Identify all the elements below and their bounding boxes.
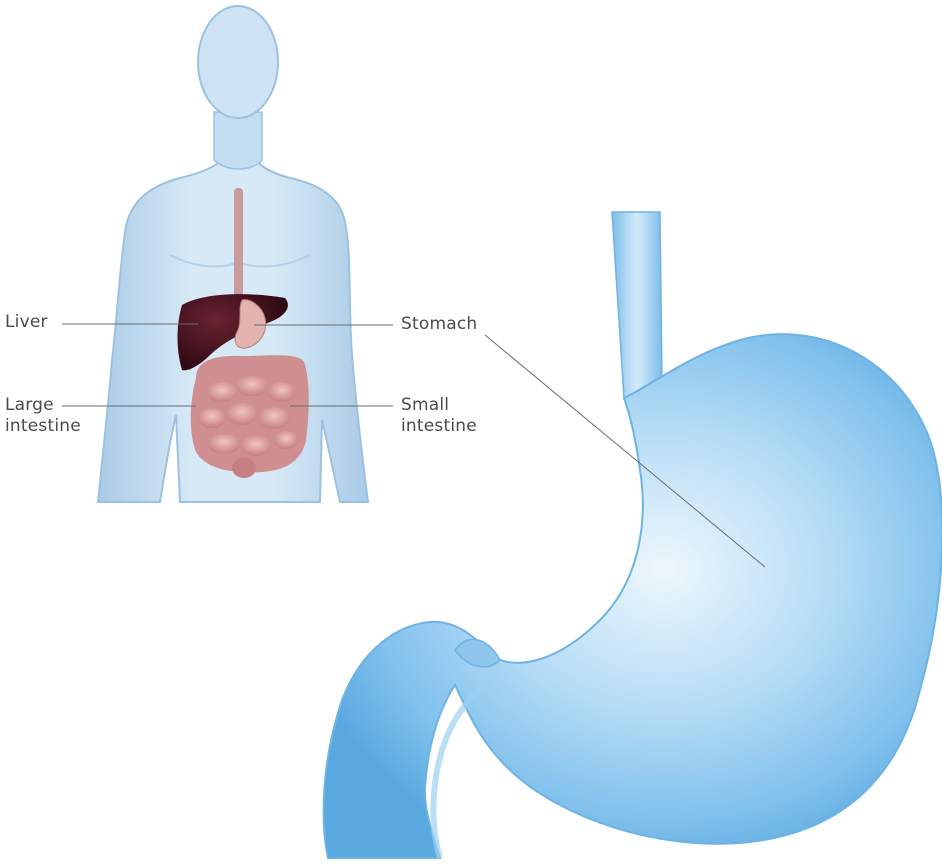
label-small-intestine: Small intestine bbox=[401, 395, 477, 437]
label-large-intestine: Large intestine bbox=[5, 395, 81, 437]
label-small-intestine-line1: Small bbox=[401, 395, 477, 416]
label-large-intestine-line2: intestine bbox=[5, 416, 81, 437]
esophagus-body bbox=[234, 188, 243, 306]
small-intestine bbox=[198, 376, 298, 456]
label-stomach: Stomach bbox=[401, 314, 477, 335]
label-liver-text: Liver bbox=[5, 312, 48, 332]
rectum bbox=[232, 458, 256, 478]
neck bbox=[214, 112, 262, 169]
stomach-esophagus bbox=[612, 212, 662, 398]
label-liver: Liver bbox=[5, 312, 48, 333]
head bbox=[198, 6, 278, 118]
human-body-figure bbox=[98, 6, 368, 502]
label-large-intestine-line1: Large bbox=[5, 395, 81, 416]
label-small-intestine-line2: intestine bbox=[401, 416, 477, 437]
stomach-illustration bbox=[324, 212, 942, 858]
label-stomach-text: Stomach bbox=[401, 314, 477, 334]
